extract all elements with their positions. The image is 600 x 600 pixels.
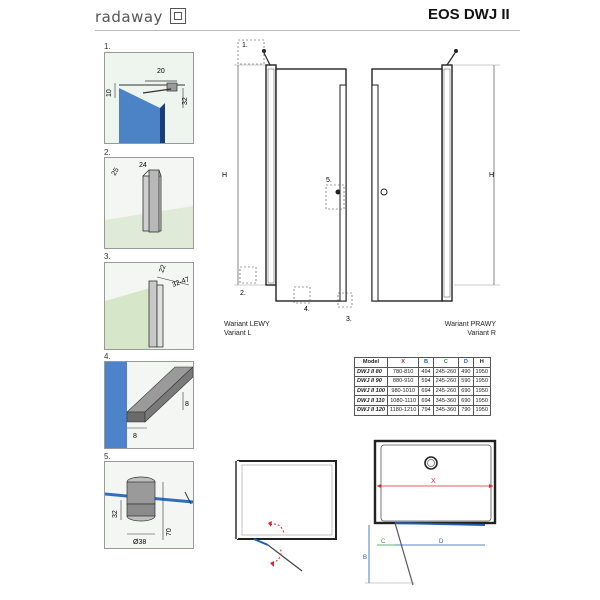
col-h: H [472, 357, 492, 368]
cell: 1950 [472, 376, 492, 387]
cell: 1080-1110 [386, 395, 420, 406]
dimensions-table-wrap: Model X B C D H DWJ II 80 780-810 494 24… [354, 357, 492, 416]
detail-4-label-8a: 8 [133, 433, 137, 440]
detail-5-panel: 32 Ø38 70 [104, 461, 194, 549]
detail-1-drawing: 20 10 32 [105, 53, 193, 143]
cell: 794 [418, 404, 434, 416]
variant-left-line1: Wariant LEWY [224, 321, 270, 328]
cell: DWJ II 120 [354, 404, 388, 416]
detail-2-label-24: 24 [139, 162, 147, 169]
detail-1-panel: 20 10 32 [104, 52, 194, 144]
cell: 490 [458, 366, 474, 378]
cell: 690 [458, 385, 474, 397]
table-row: DWJ II 120 1180-1210 794 345-360 790 195… [354, 404, 492, 416]
col-c: C [432, 357, 460, 368]
cell: 1950 [472, 366, 492, 378]
detail-1-label-10: 10 [106, 89, 113, 97]
detail-3-drawing: 22 32-47 [105, 263, 193, 349]
cell: 245-260 [432, 376, 460, 387]
table-row: DWJ II 100 980-1010 694 245-260 690 1950 [354, 385, 492, 397]
left-height-label: H [222, 172, 227, 179]
cell: 1950 [472, 385, 492, 397]
right-variant-elevation: H [371, 49, 500, 302]
variant-right-line1: Wariant PRAWY [444, 321, 496, 328]
cell: 1180-1210 [386, 404, 420, 416]
header-divider [95, 30, 520, 31]
cell: 594 [418, 376, 434, 387]
table-header-row: Model X B C D H [354, 357, 492, 368]
detail-5-label-d38: Ø38 [133, 539, 146, 546]
cell: 690 [458, 395, 474, 406]
detail-2-label-25: 25 [111, 167, 121, 177]
right-height-label: H [489, 172, 494, 179]
variant-left-line2: Variant L [224, 330, 252, 337]
detail-2-drawing: 24 25 [105, 158, 193, 248]
cell: 245-260 [432, 366, 460, 378]
cell: 790 [458, 404, 474, 416]
table-row: DWJ II 80 780-810 494 245-260 490 1950 [354, 366, 492, 378]
detail-3-label-22: 22 [158, 264, 167, 274]
plan-d-label: D [439, 539, 444, 545]
callout-2: 2. [240, 290, 246, 297]
detail-3-panel: 22 32-47 [104, 262, 194, 350]
detail-4-panel: 8 8 [104, 361, 194, 449]
detail-3-number: 3. [104, 252, 111, 261]
plan-x-label: X [431, 478, 436, 485]
table-row: DWJ II 110 1080-1110 694 345-360 690 195… [354, 395, 492, 406]
brand-logo: radaway [95, 8, 163, 26]
col-x: X [386, 357, 420, 368]
detail-4-number: 4. [104, 352, 111, 361]
cell: 694 [418, 385, 434, 397]
logo-square-icon [170, 8, 186, 24]
detail-4-drawing: 8 8 [105, 362, 193, 448]
cell: 245-260 [432, 385, 460, 397]
callout-1: 1. [242, 42, 248, 49]
cell: DWJ II 80 [354, 366, 388, 378]
col-b: B [418, 357, 434, 368]
plan-c-label: C [381, 539, 386, 545]
left-variant-elevation: H 1. 2. 3. 4. 5. [222, 39, 353, 323]
dimensions-table: Model X B C D H DWJ II 80 780-810 494 24… [354, 357, 492, 416]
variant-left-caption: Wariant LEWY Variant L [224, 320, 270, 338]
cell: 694 [418, 395, 434, 406]
cell: DWJ II 100 [354, 385, 388, 397]
detail-2-panel: 24 25 [104, 157, 194, 249]
cell: 980-1010 [386, 385, 420, 397]
cell: 1950 [472, 404, 492, 416]
detail-2-number: 2. [104, 148, 111, 157]
detail-5-label-32: 32 [112, 510, 119, 518]
cell: 880-910 [386, 376, 420, 387]
callout-4: 4. [304, 306, 310, 313]
elevation-drawing: H 1. 2. 3. 4. 5. H [222, 39, 500, 323]
cell: 494 [418, 366, 434, 378]
installation-plan: X C D B [363, 439, 497, 586]
cell: 345-360 [432, 404, 460, 416]
cell: 780-810 [386, 366, 420, 378]
variant-right-caption: Wariant PRAWY Variant R [440, 320, 496, 338]
callout-3: 3. [346, 316, 352, 323]
callout-5: 5. [326, 177, 332, 184]
detail-5-drawing: 32 Ø38 70 [105, 462, 193, 548]
cell: DWJ II 110 [354, 395, 388, 406]
cell: 590 [458, 376, 474, 387]
detail-1-label-20: 20 [157, 68, 165, 75]
model-title: EOS DWJ II [428, 6, 510, 23]
detail-5-number: 5. [104, 452, 111, 461]
cell: 1950 [472, 395, 492, 406]
col-model: Model [354, 357, 388, 368]
cell: DWJ II 90 [354, 376, 388, 387]
door-swing-plan [235, 460, 337, 572]
detail-1-number: 1. [104, 42, 111, 51]
table-row: DWJ II 90 880-910 594 245-260 590 1950 [354, 376, 492, 387]
variant-right-line2: Variant R [467, 330, 496, 337]
detail-5-label-70: 70 [166, 528, 173, 536]
detail-4-label-8b: 8 [185, 401, 189, 408]
plan-b-label: B [363, 555, 367, 561]
cell: 345-360 [432, 395, 460, 406]
detail-1-label-32: 32 [182, 97, 189, 105]
col-d: D [458, 357, 474, 368]
